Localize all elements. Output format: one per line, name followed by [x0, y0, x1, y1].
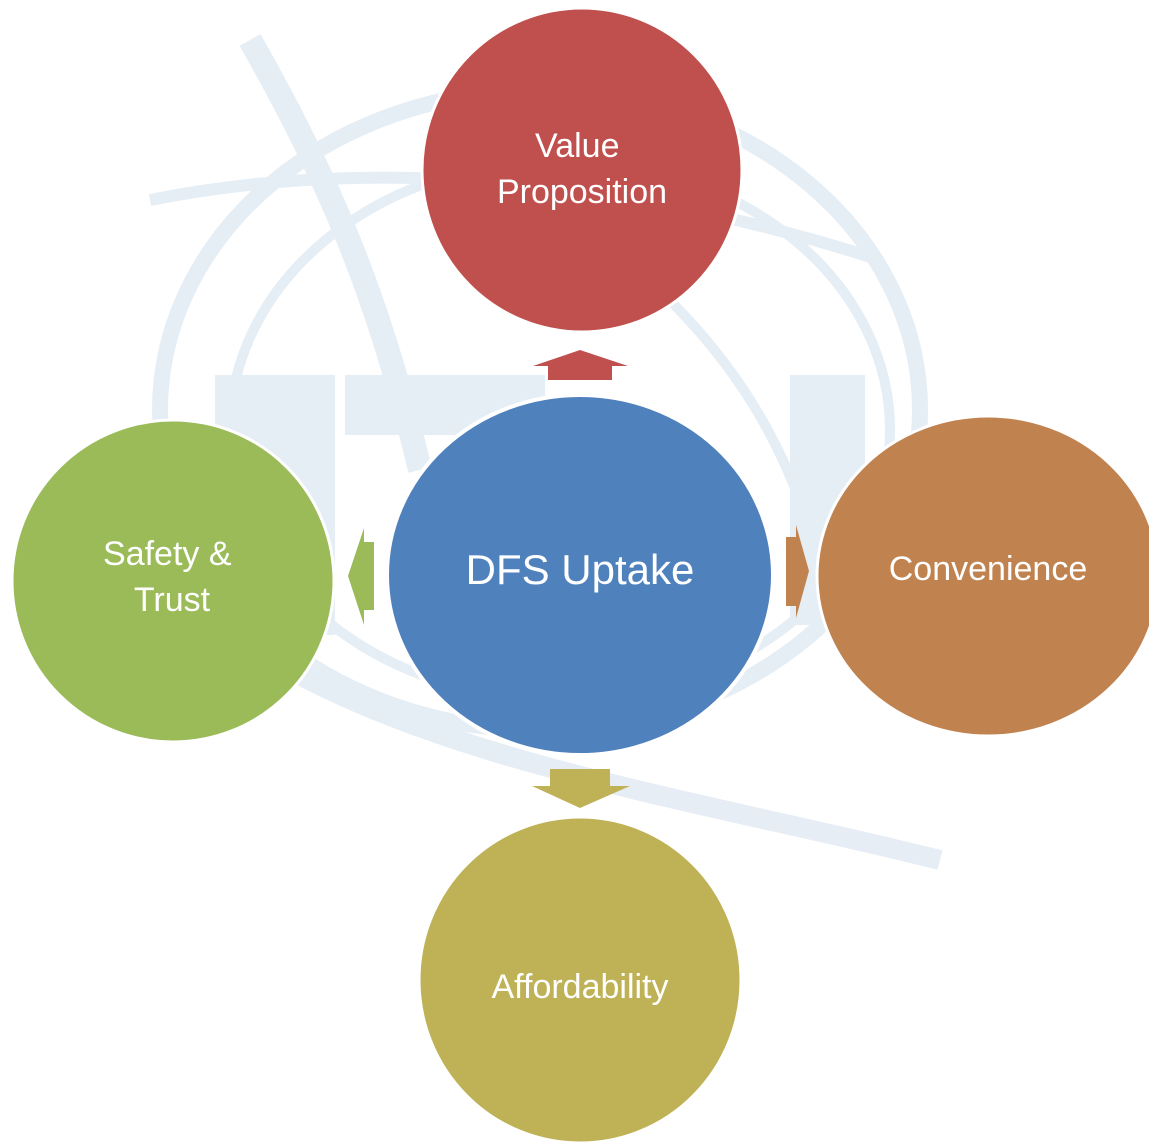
arrow-left-to-safety-trust [348, 528, 374, 625]
node-value-proposition-label: Value Proposition [497, 127, 667, 211]
node-safety-trust: Safety & Trust [10, 418, 336, 744]
arrow-up-to-value-proposition [533, 350, 628, 380]
node-convenience: Convenience [815, 414, 1149, 738]
node-safety-trust-label: Safety & Trust [103, 535, 241, 619]
arrow-right-to-convenience [786, 525, 809, 618]
node-dfs-uptake-label: DFS Uptake [466, 546, 695, 593]
node-affordability-label: Affordability [491, 968, 668, 1006]
node-value-proposition: Value Proposition [420, 6, 744, 334]
node-convenience-label: Convenience [889, 550, 1087, 588]
node-dfs-uptake: DFS Uptake [385, 393, 775, 757]
node-affordability: Affordability [417, 815, 743, 1145]
arrow-down-to-affordability [532, 769, 630, 808]
